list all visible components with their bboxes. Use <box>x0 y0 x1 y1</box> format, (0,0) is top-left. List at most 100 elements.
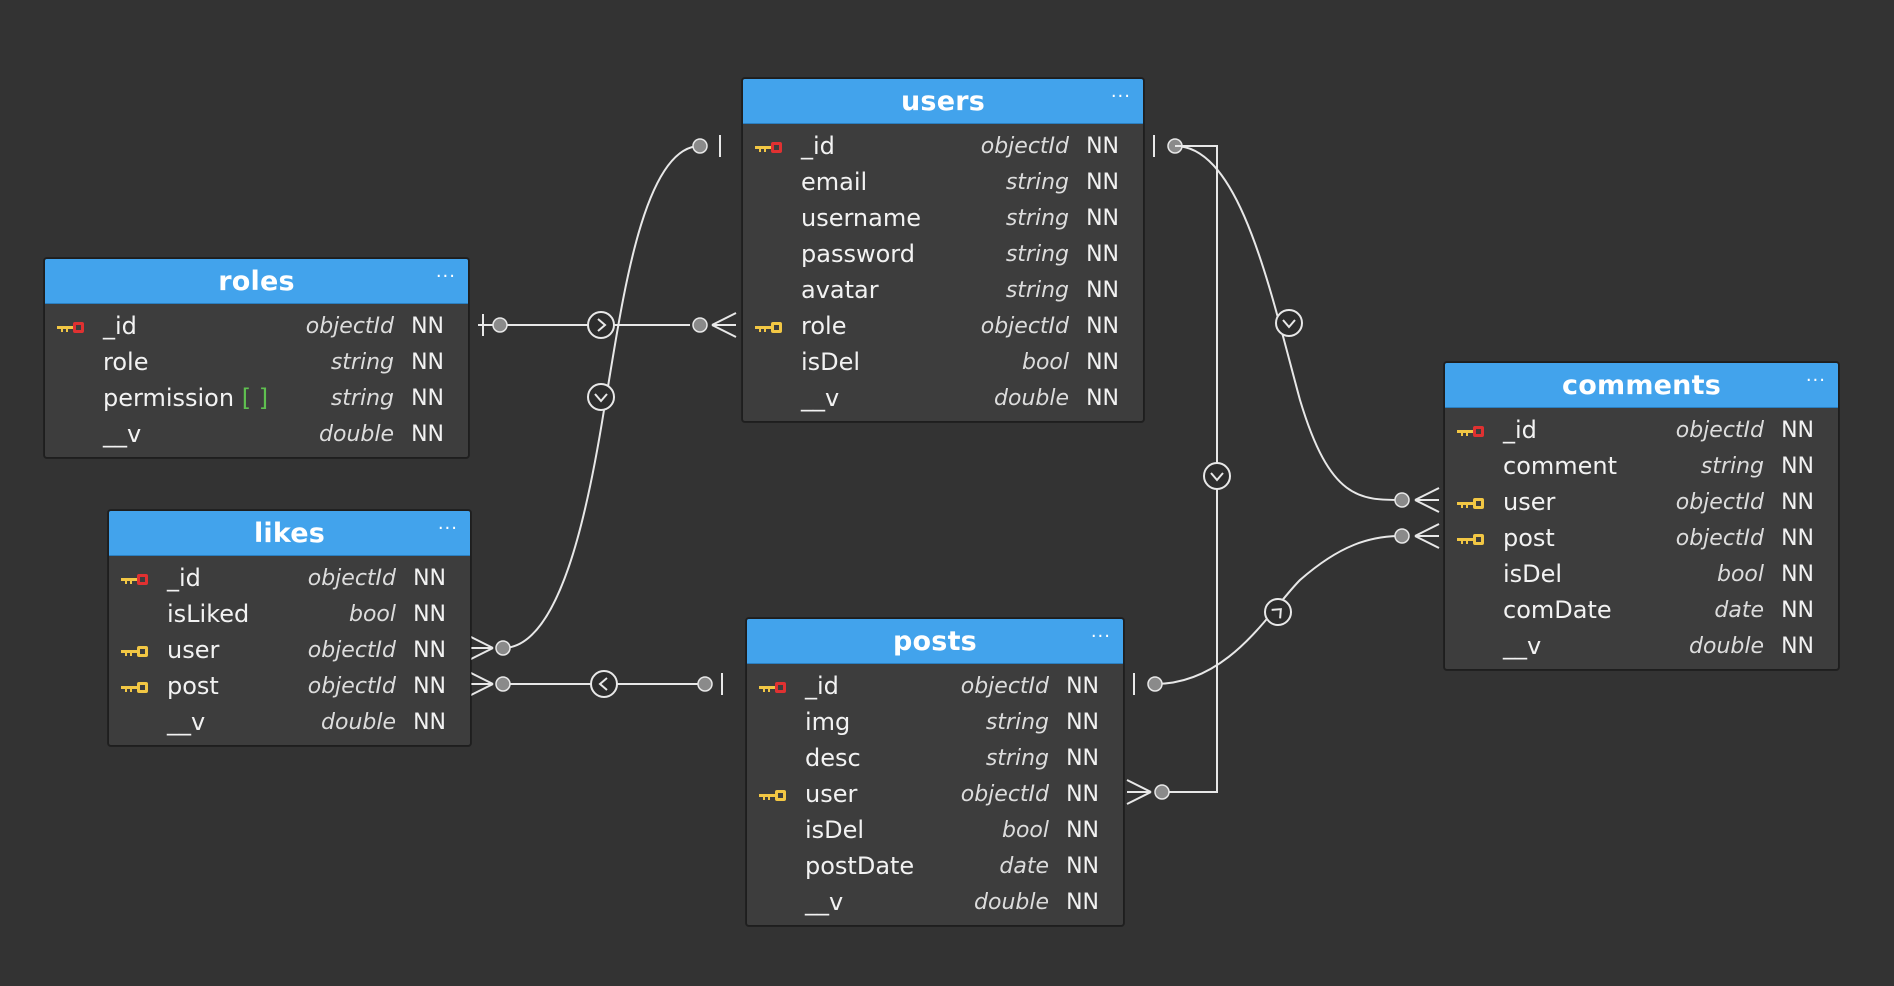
field-name: __v <box>1503 632 1541 660</box>
not-null-flag: NN <box>1086 385 1119 411</box>
field-name-text: post <box>1503 524 1555 552</box>
field-name-text: post <box>167 672 219 700</box>
connector-end-circle <box>495 676 511 692</box>
more-options-icon[interactable]: ··· <box>435 266 456 287</box>
entity-header[interactable]: comments ··· <box>1445 363 1838 408</box>
connector-end-circle <box>1147 676 1163 692</box>
relation-direction-icon[interactable] <box>1275 309 1303 337</box>
field-name-text: __v <box>167 708 206 736</box>
relation-direction-icon[interactable] <box>1203 462 1231 490</box>
relation-direction-icon[interactable] <box>1260 594 1297 631</box>
fk-key-icon <box>1457 496 1485 510</box>
field-name: user <box>167 636 219 664</box>
more-options-icon[interactable]: ··· <box>1805 370 1826 391</box>
entity-header[interactable]: roles ··· <box>45 259 468 304</box>
not-null-flag: NN <box>1066 709 1099 735</box>
not-null-flag: NN <box>1781 597 1814 623</box>
field-name-text: username <box>801 204 921 232</box>
field-row-avatar[interactable]: avatar string NN <box>743 272 1143 308</box>
pk-key-icon <box>1457 424 1485 438</box>
not-null-flag: NN <box>413 673 446 699</box>
field-type: date <box>999 853 1049 879</box>
connector-end-circle <box>697 676 713 692</box>
field-name: user <box>805 780 857 808</box>
field-type: bool <box>1002 817 1049 843</box>
field-name: _id <box>805 672 839 700</box>
relation-users-comments <box>1174 145 1403 501</box>
relation-direction-icon[interactable] <box>587 383 615 411</box>
entity-header[interactable]: posts ··· <box>747 619 1123 664</box>
not-null-flag: NN <box>413 709 446 735</box>
field-type: double <box>974 889 1049 915</box>
not-null-flag: NN <box>411 421 444 447</box>
field-name: isDel <box>801 348 860 376</box>
field-name: user <box>1503 488 1555 516</box>
field-type: string <box>1005 205 1069 231</box>
not-null-flag: NN <box>1086 277 1119 303</box>
field-name: __v <box>103 420 141 448</box>
relation-direction-icon[interactable] <box>590 670 618 698</box>
field-type: objectId <box>980 313 1069 339</box>
more-options-icon[interactable]: ··· <box>1090 626 1111 647</box>
not-null-flag: NN <box>1781 525 1814 551</box>
field-name: password <box>801 240 915 268</box>
not-null-flag: NN <box>1086 133 1119 159</box>
field-name: post <box>167 672 219 700</box>
fk-key-icon <box>121 680 149 694</box>
not-null-flag: NN <box>1781 561 1814 587</box>
field-name: avatar <box>801 276 879 304</box>
field-type: double <box>994 385 1069 411</box>
more-options-icon[interactable]: ··· <box>1110 86 1131 107</box>
field-name: email <box>801 168 867 196</box>
field-type: string <box>1005 277 1069 303</box>
entity-header[interactable]: users ··· <box>743 79 1143 124</box>
cardinality-many-mark <box>468 635 494 661</box>
relation-direction-icon[interactable] <box>587 311 615 339</box>
field-name: isDel <box>1503 560 1562 588</box>
entity-header[interactable]: likes ··· <box>109 511 470 556</box>
more-options-icon[interactable]: ··· <box>437 518 458 539</box>
field-name-text: avatar <box>801 276 879 304</box>
cardinality-many-mark <box>711 312 737 338</box>
not-null-flag: NN <box>1066 673 1099 699</box>
field-name-text: permission <box>103 384 235 412</box>
field-name: _id <box>167 564 201 592</box>
connector-end-circle <box>492 317 508 333</box>
